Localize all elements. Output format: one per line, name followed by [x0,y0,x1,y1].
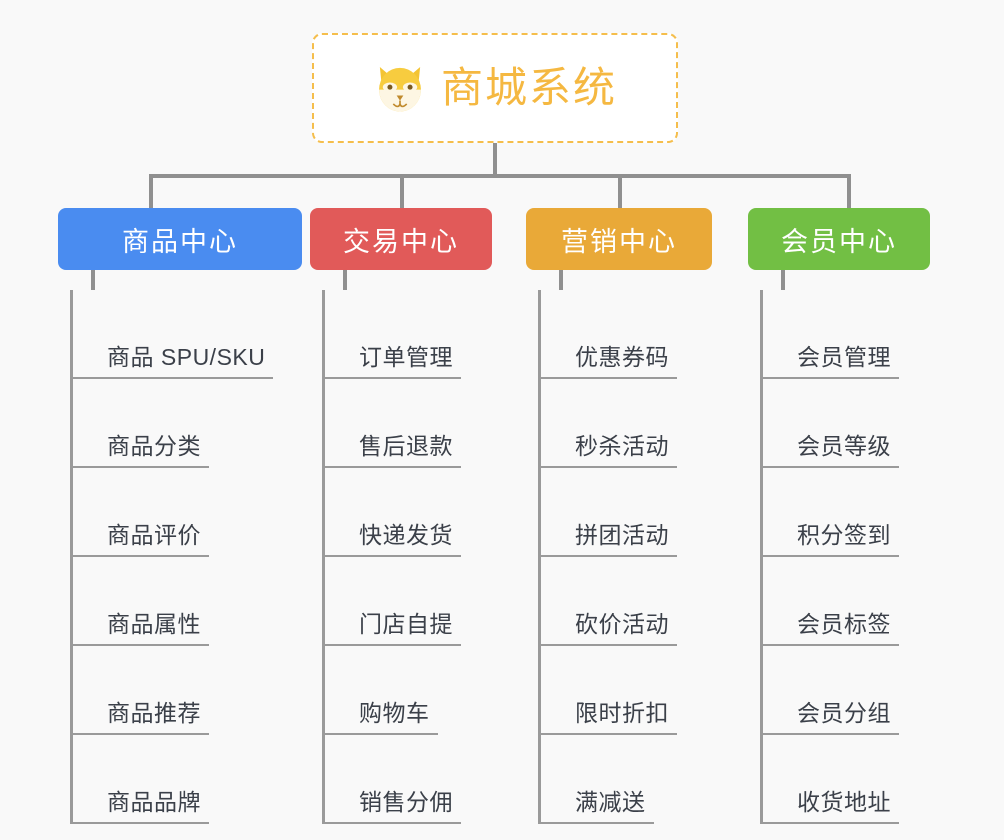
list-item[interactable]: 购物车 [325,646,461,735]
category-column-0: 商品中心 [58,208,302,270]
list-item[interactable]: 销售分佣 [325,735,461,824]
list-item[interactable]: 商品分类 [73,379,273,468]
item-list-2: 优惠券码 秒杀活动 拼团活动 砍价活动 限时折扣 满减送 [538,290,677,824]
connector-drop-1 [400,174,404,208]
list-item-label: 商品分类 [73,433,209,468]
list-item-label: 会员分组 [763,700,899,735]
connector-horizontal-bus [149,174,851,178]
list-item[interactable]: 优惠券码 [541,290,677,379]
category-header-0[interactable]: 商品中心 [58,208,302,270]
list-item-label: 满减送 [541,789,654,824]
list-item[interactable]: 收货地址 [763,735,899,824]
list-item-label: 销售分佣 [325,789,461,824]
list-item[interactable]: 商品属性 [73,557,273,646]
list-item-label: 快递发货 [325,522,461,557]
list-item-label: 会员标签 [763,611,899,646]
item-list-0: 商品 SPU/SKU 商品分类 商品评价 商品属性 商品推荐 商品品牌 [70,290,274,824]
list-item[interactable]: 拼团活动 [541,468,677,557]
list-item[interactable]: 商品推荐 [73,646,273,735]
list-item[interactable]: 满减送 [541,735,677,824]
list-item-label: 商品推荐 [73,700,209,735]
connector-tail-3 [781,270,785,290]
list-item[interactable]: 砍价活动 [541,557,677,646]
root-title: 商城系统 [440,64,617,111]
connector-tail-0 [91,270,95,290]
list-item-label: 商品评价 [73,522,209,557]
list-item[interactable]: 门店自提 [325,557,461,646]
list-item-label: 会员管理 [763,344,899,379]
item-list-3: 会员管理 会员等级 积分签到 会员标签 会员分组 收货地址 [760,290,899,824]
list-item[interactable]: 会员分组 [763,646,899,735]
category-header-1[interactable]: 交易中心 [310,208,492,270]
category-header-2[interactable]: 营销中心 [526,208,712,270]
list-item-label: 积分签到 [763,522,899,557]
list-item[interactable]: 秒杀活动 [541,379,677,468]
list-item[interactable]: 积分签到 [763,468,899,557]
list-item-label: 限时折扣 [541,700,677,735]
root-node[interactable]: 商城系统 [312,33,678,143]
list-item-label: 砍价活动 [541,611,677,646]
list-item-label: 购物车 [325,700,438,735]
list-item[interactable]: 商品 SPU/SKU [73,290,274,379]
list-item-label: 门店自提 [325,611,461,646]
list-item-label: 会员等级 [763,433,899,468]
list-item[interactable]: 快递发货 [325,468,461,557]
list-item-label: 商品品牌 [73,789,209,824]
category-header-3[interactable]: 会员中心 [748,208,930,270]
list-item[interactable]: 售后退款 [325,379,461,468]
list-item-label: 优惠券码 [541,344,677,379]
list-item[interactable]: 商品品牌 [73,735,273,824]
list-item[interactable]: 会员等级 [763,379,899,468]
category-column-2: 营销中心 [526,208,712,270]
list-item[interactable]: 商品评价 [73,468,273,557]
connector-root-stem [493,143,497,178]
connector-drop-0 [149,174,153,208]
list-item[interactable]: 会员管理 [763,290,899,379]
connector-drop-3 [847,174,851,208]
list-item-label: 收货地址 [763,789,899,824]
list-item-label: 售后退款 [325,433,461,468]
category-column-3: 会员中心 [748,208,930,270]
list-item-label: 拼团活动 [541,522,677,557]
connector-tail-1 [343,270,347,290]
list-item-label: 秒杀活动 [541,433,677,468]
dog-face-icon [379,67,421,112]
list-item-label: 商品属性 [73,611,209,646]
list-item[interactable]: 订单管理 [325,290,461,379]
list-item-label: 商品 SPU/SKU [73,344,274,379]
list-item[interactable]: 限时折扣 [541,646,677,735]
list-item[interactable]: 会员标签 [763,557,899,646]
category-column-1: 交易中心 [310,208,492,270]
item-list-1: 订单管理 售后退款 快递发货 门店自提 购物车 销售分佣 [322,290,461,824]
list-item-label: 订单管理 [325,344,461,379]
connector-tail-2 [559,270,563,290]
connector-drop-2 [618,174,622,208]
